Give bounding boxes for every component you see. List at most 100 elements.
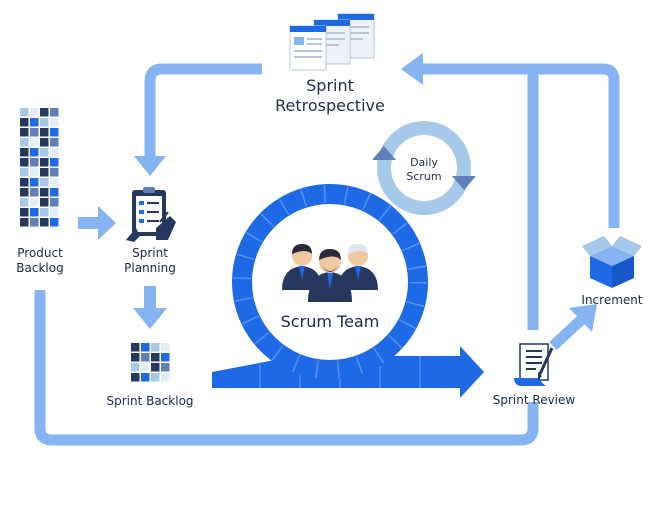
review-to-increment-arrowhead [569,304,597,332]
backlog-cell [161,373,170,382]
sprint-planning-clipboard-icon [126,187,176,242]
increment-to-retrospective-arrow [423,63,620,228]
product-backlog-label-line1: Product [17,246,63,260]
backlog-cell [20,138,29,147]
backlog-cell [30,148,39,157]
backlog-cell [40,158,49,167]
backlog-cell [161,343,170,352]
backlog-cell [50,208,59,217]
backlog-cell [50,168,59,177]
backlog-cell [141,373,150,382]
sprint-retrospective-label-line2: Retrospective [275,96,385,115]
backlog-cell [50,158,59,167]
backlog-cell [141,353,150,362]
planning-to-sprint-backlog-arrowhead [133,308,167,329]
backlog-cell [50,128,59,137]
sprint-planning-label: Sprint Planning [110,246,190,276]
backlog-cell [141,363,150,372]
backlog-cell [30,128,39,137]
backlog-cell [20,128,29,137]
backlog-cell [50,108,59,117]
backlog-cell [161,353,170,362]
backlog-cell [20,118,29,127]
increment-box-icon [582,236,642,288]
backlog-cell [40,148,49,157]
scrum-cycle-ring-segments [233,185,427,379]
backlog-cell [30,138,39,147]
retrospective-to-planning-arrowhead [134,156,166,176]
backlog-cell [30,168,39,177]
sprint-retrospective-label: Sprint Retrospective [255,76,405,116]
backlog-cell [50,138,59,147]
backlog-cell [40,218,49,227]
backlog-cell [40,208,49,217]
backlog-cell [50,198,59,207]
backlog-cell [40,188,49,197]
backlog-cell [50,148,59,157]
backlog-cell [151,363,160,372]
backlog-cell [40,168,49,177]
product-backlog-label: Product Backlog [5,246,75,276]
retrospective-to-planning-arrow [144,63,262,156]
team-members-icon [282,244,378,302]
daily-scrum-label: Daily Scrum [394,156,454,184]
backlog-cell [20,218,29,227]
backlog-cell [40,118,49,127]
backlog-cell [30,218,39,227]
scrum-team-label: Scrum Team [280,312,380,331]
backlog-cell [20,148,29,157]
backlog-cell [30,108,39,117]
backlog-cell [151,373,160,382]
product-backlog-label-line2: Backlog [16,261,64,275]
sprint-review-label: Sprint Review [492,393,576,407]
sprint-retrospective-label-line1: Sprint [306,76,354,95]
backlog-cell [30,188,39,197]
backlog-cell [40,138,49,147]
daily-scrum-label-line1: Daily [410,156,438,169]
backlog-to-planning-arrowhead [98,206,116,240]
backlog-cell [20,158,29,167]
backlog-cell [151,343,160,352]
backlog-cell [40,108,49,117]
backlog-cell [30,208,39,217]
daily-scrum-label-line2: Scrum [406,170,442,183]
backlog-cell [151,353,160,362]
increment-label: Increment [581,293,643,307]
backlog-cell [20,178,29,187]
backlog-cell [20,208,29,217]
backlog-cell [50,178,59,187]
backlog-cell [20,198,29,207]
sprint-planning-label-line1: Sprint [132,246,168,260]
backlog-cell [131,353,140,362]
backlog-cell [30,198,39,207]
backlog-cell [50,118,59,127]
backlog-cell [161,363,170,372]
review-to-increment-arrow [549,315,585,351]
backlog-cell [40,198,49,207]
backlog-cell [131,363,140,372]
sprint-planning-label-line2: Planning [124,261,176,275]
backlog-to-planning-arrow [78,217,100,229]
planning-to-sprint-backlog-arrow [144,286,156,310]
backlog-cell [40,128,49,137]
backlog-cell [131,343,140,352]
daily-scrum-cycle-icon [372,121,476,215]
backlog-cell [131,373,140,382]
backlog-cell [20,108,29,117]
retrospective-documents-icon [289,13,375,71]
backlog-cell [20,168,29,177]
backlog-cell [30,158,39,167]
backlog-cell [50,218,59,227]
backlog-cell [30,178,39,187]
product-backlog-grid-icon [20,108,59,227]
sprint-review-scroll-icon [514,343,554,386]
backlog-cell [30,118,39,127]
sprint-backlog-label: Sprint Backlog [106,394,194,408]
sprint-backlog-grid-icon [131,343,170,382]
backlog-cell [141,343,150,352]
increment-to-retrospective-arrowhead [401,53,423,85]
backlog-cell [40,178,49,187]
backlog-bottom-loop [34,290,539,446]
